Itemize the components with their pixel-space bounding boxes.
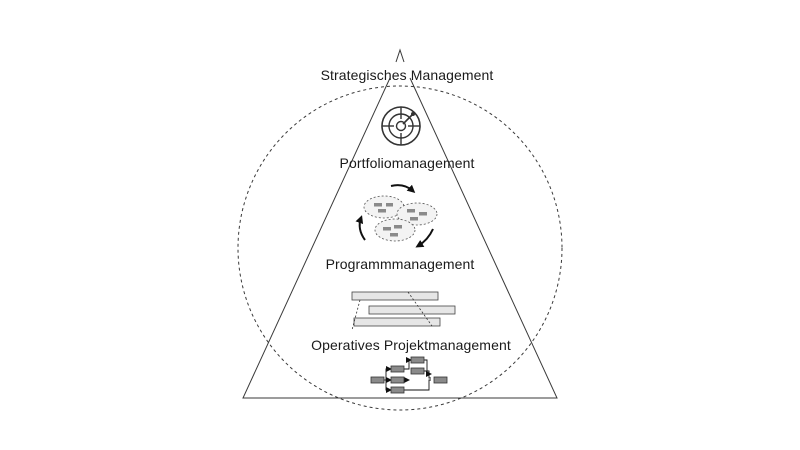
dashed-circle-boundary [237,85,563,411]
level-label-portfolio: Portfoliomanagement [339,155,475,171]
level-label-project: Operatives Projektmanagement [311,337,511,353]
gantt-bar [368,305,456,315]
portfolio-group-ellipse [374,218,416,242]
gantt-bar [351,291,439,301]
cycle-arrow-left [355,215,366,241]
level-label-strategic: Strategisches Management [320,67,494,83]
gantt-bars-icon [351,291,456,331]
cycle-arrow-right [415,228,434,248]
gantt-bar [353,317,441,327]
portfolio-group-ellipse [396,202,438,226]
process-network-icon [384,357,443,393]
cycle-arrow-top [390,184,416,193]
pyramid-outline [242,48,558,399]
portfolio-cycle-icon [355,184,438,248]
radar-target-icon [381,106,421,146]
level-label-program: Programmmanagement [325,256,475,272]
process-nodes [370,356,448,394]
